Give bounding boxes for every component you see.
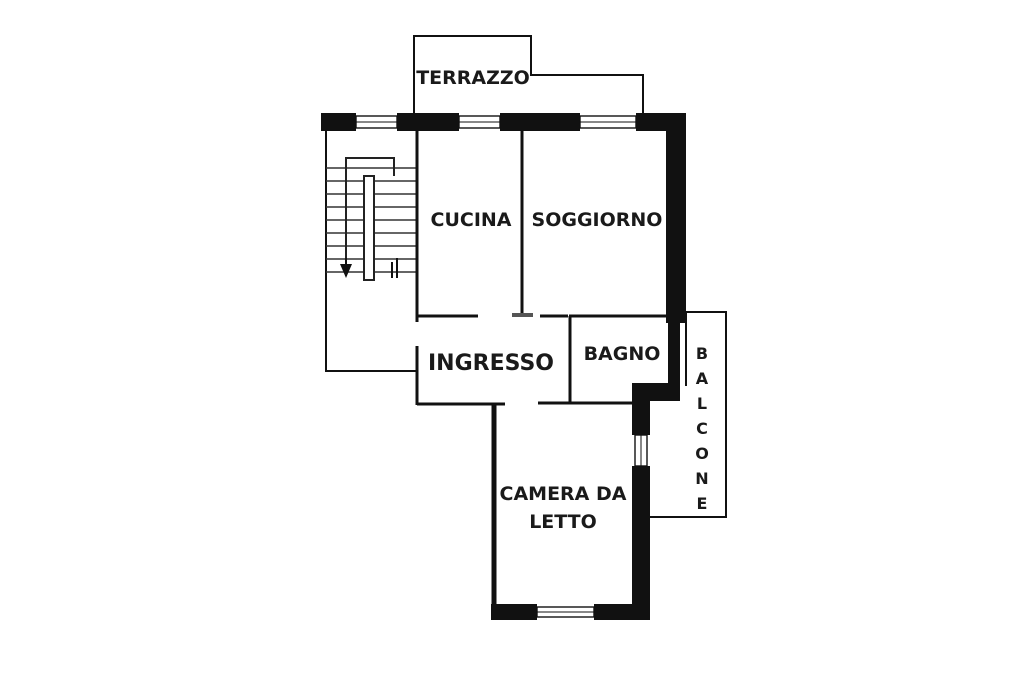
- room-label-bagno: BAGNO: [584, 343, 661, 365]
- interior-walls: [415, 130, 672, 618]
- balcone-letter: B: [696, 344, 708, 363]
- exterior-walls: [321, 113, 686, 620]
- room-label-ingresso: INGRESSO: [428, 351, 554, 376]
- room-label-camera-line1: CAMERA DA: [500, 483, 627, 505]
- terrace-outline: [413, 35, 644, 118]
- stairwell: [325, 130, 416, 372]
- balcone-letter: E: [697, 494, 708, 513]
- balcone-letter: O: [695, 444, 709, 463]
- window-centerlines: [356, 121, 642, 613]
- room-label-terrazzo: TERRAZZO: [416, 67, 530, 89]
- door-marker: [512, 313, 533, 317]
- room-label-balcone: B A L C O N E: [695, 344, 709, 513]
- stair-arrow-icon: [340, 258, 352, 278]
- balcone-letter: C: [696, 419, 708, 438]
- balcony-outline: [650, 311, 727, 518]
- room-label-camera-line2: LETTO: [529, 511, 597, 533]
- balcone-letter: N: [695, 469, 708, 488]
- stair-break-mark: [391, 258, 398, 278]
- room-label-soggiorno: SOGGIORNO: [532, 209, 663, 231]
- balcone-letter: L: [697, 394, 707, 413]
- balcone-letter: A: [696, 369, 709, 388]
- stair-handrail: [345, 157, 395, 281]
- room-label-cucina: CUCINA: [431, 209, 512, 231]
